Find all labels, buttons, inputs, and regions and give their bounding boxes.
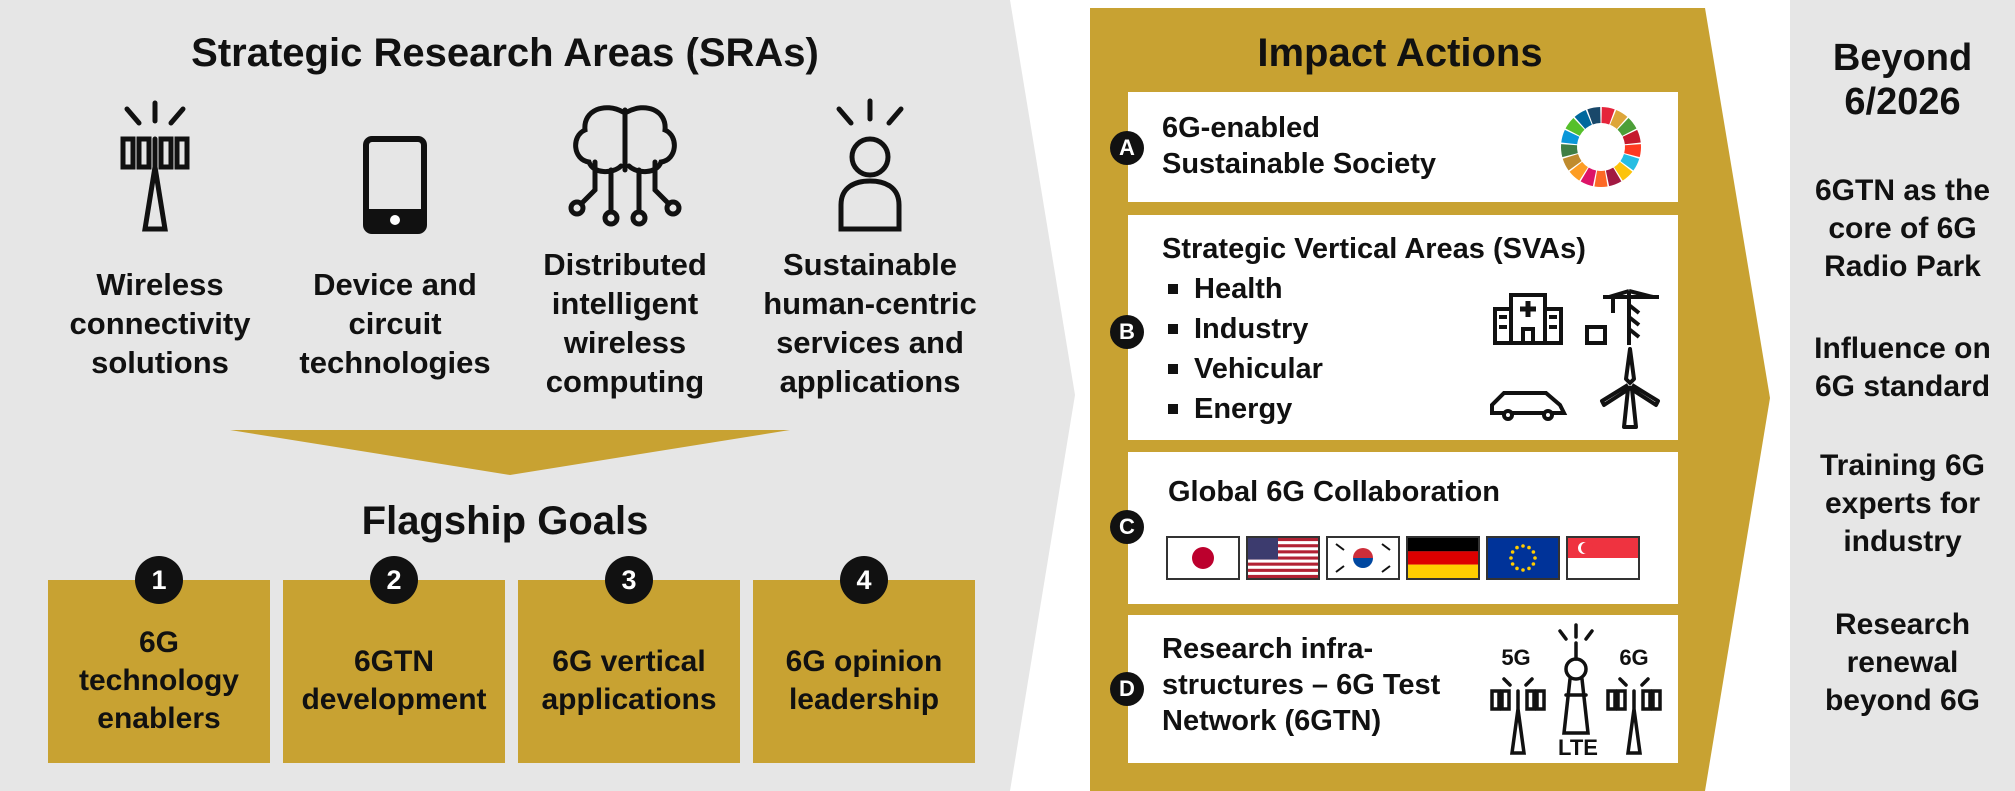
impact-badge-d: D bbox=[1110, 672, 1144, 706]
sva-item-industry: Industry bbox=[1164, 309, 1323, 349]
japan-flag bbox=[1166, 536, 1240, 580]
tower-label-lte: LTE bbox=[1558, 735, 1598, 760]
flagship-title: Flagship Goals bbox=[361, 499, 649, 543]
goal-number-2: 2 bbox=[370, 556, 418, 604]
goal-number-4: 4 bbox=[840, 556, 888, 604]
tower-network-icon bbox=[1486, 619, 1666, 759]
antenna-icon bbox=[115, 95, 195, 235]
korea-flag bbox=[1326, 536, 1400, 580]
smartphone-icon bbox=[360, 135, 430, 235]
wind-turbine-icon bbox=[1598, 345, 1662, 429]
flag-row bbox=[1166, 536, 1646, 580]
sra-title: Strategic Research Areas (SRAs) bbox=[191, 31, 819, 75]
impact-card-b: Strategic Vertical Areas (SVAs) Health I… bbox=[1128, 215, 1678, 440]
impact-title: Impact Actions bbox=[1257, 31, 1543, 75]
usa-flag bbox=[1246, 536, 1320, 580]
impact-badge-c: C bbox=[1110, 510, 1144, 544]
crane-icon bbox=[1583, 287, 1663, 347]
sdg-wheel-icon bbox=[1560, 106, 1642, 188]
collab-title: Global 6G Collaboration bbox=[1168, 476, 1500, 508]
singapore-flag bbox=[1566, 536, 1640, 580]
beyond-panel bbox=[1790, 0, 2015, 791]
impact-badge-a: A bbox=[1110, 131, 1144, 165]
germany-flag bbox=[1406, 536, 1480, 580]
tower-label-5g: 5G bbox=[1501, 645, 1531, 670]
brain-circuit-icon bbox=[565, 100, 685, 235]
car-icon bbox=[1488, 385, 1568, 421]
hospital-icon bbox=[1493, 287, 1563, 345]
sva-list: Health Industry Vehicular Energy bbox=[1164, 269, 1323, 429]
eu-flag bbox=[1486, 536, 1560, 580]
impact-badge-b: B bbox=[1110, 315, 1144, 349]
sva-item-health: Health bbox=[1164, 269, 1323, 309]
impact-card-c: Global 6G Collaboration bbox=[1128, 452, 1678, 604]
person-icon bbox=[825, 95, 915, 235]
sva-title: Strategic Vertical Areas (SVAs) bbox=[1162, 233, 1586, 265]
tower-label-6g: 6G bbox=[1619, 645, 1649, 670]
flagship-chevron bbox=[230, 430, 790, 475]
sva-item-energy: Energy bbox=[1164, 389, 1323, 429]
sva-item-vehicular: Vehicular bbox=[1164, 349, 1323, 389]
goal-number-3: 3 bbox=[605, 556, 653, 604]
goal-number-1: 1 bbox=[135, 556, 183, 604]
